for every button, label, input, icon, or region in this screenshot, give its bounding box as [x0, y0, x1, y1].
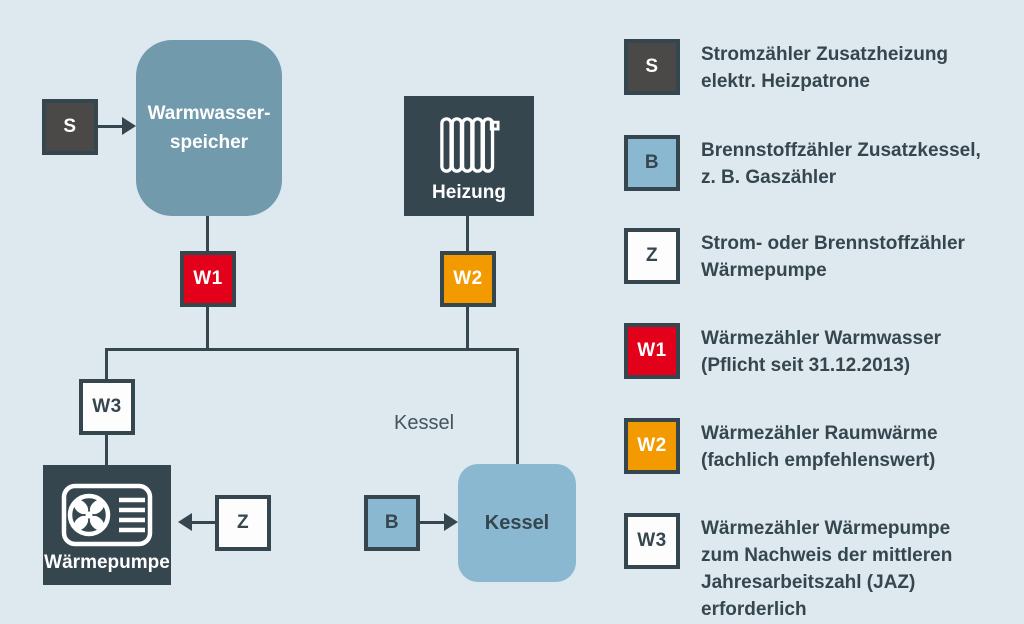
- w1-meter-label: W1: [193, 268, 223, 289]
- legend-text-b: Brennstoffzähler Zusatzkessel, z. B. Gas…: [701, 140, 981, 188]
- legend-key-w3-label: W3: [637, 530, 667, 551]
- heizung-node: Heizung: [404, 96, 534, 216]
- heizung-label: Heizung: [432, 181, 506, 203]
- legend-key-s: S: [624, 39, 680, 95]
- legend-key-w1-label: W1: [637, 340, 667, 361]
- warmwasserspeicher-node: Warmwasser- speicher: [136, 40, 282, 216]
- connector-z-to-waermepumpe: [192, 521, 216, 524]
- connector-s-to-storage: [98, 125, 124, 128]
- w1-meter-box: W1: [180, 251, 236, 307]
- connector-b-to-kessel: [420, 521, 444, 524]
- kessel-node: Kessel: [458, 464, 576, 582]
- connector-bus-to-kessel: [516, 350, 519, 466]
- radiator-icon: [438, 113, 500, 177]
- legend-text-s: Stromzähler Zusatzheizung elektr. Heizpa…: [701, 44, 949, 92]
- legend-key-b: B: [624, 135, 680, 191]
- warmwasserspeicher-label: Warmwasser- speicher: [147, 103, 271, 153]
- legend-key-s-label: S: [645, 56, 659, 77]
- connector-heizung-to-w2: [466, 214, 469, 252]
- connector-w2-to-bus: [466, 305, 469, 351]
- b-meter-label: B: [384, 512, 400, 533]
- legend-key-z-label: Z: [645, 245, 659, 266]
- waermepumpe-node: Wärmepumpe: [43, 465, 171, 585]
- arrow-right-icon: [122, 117, 136, 135]
- legend-text-w3: Wärmezähler Wärmepumpe zum Nachweis der …: [701, 518, 953, 620]
- heat-pump-fan-icon: [61, 483, 153, 547]
- arrow-right-icon: [444, 513, 458, 531]
- kessel-area-label: Kessel: [394, 412, 455, 434]
- bus-line: [105, 348, 519, 351]
- b-meter-box: B: [364, 495, 420, 551]
- waermepumpe-label: Wärmepumpe: [44, 551, 170, 573]
- legend-key-b-label: B: [644, 152, 660, 173]
- s-meter-label: S: [63, 116, 77, 137]
- legend-text-w2: Wärmezähler Raumwärme (fachlich empfehle…: [701, 423, 938, 471]
- connector-w1-to-bus: [206, 305, 209, 351]
- kessel-label: Kessel: [484, 511, 550, 534]
- arrow-left-icon: [178, 513, 192, 531]
- legend-text-w1: Wärmezähler Warmwasser (Pflicht seit 31.…: [701, 328, 942, 376]
- w2-meter-label: W2: [453, 268, 483, 289]
- connector-w3-to-waermepumpe: [105, 433, 108, 466]
- s-meter-box: S: [42, 99, 98, 155]
- legend-key-w1: W1: [624, 323, 680, 379]
- legend-text-z: Strom- oder Brennstoffzähler Wärmepumpe: [701, 233, 965, 281]
- w2-meter-box: W2: [440, 251, 496, 307]
- legend-key-w3: W3: [624, 513, 680, 569]
- legend-key-w2-label: W2: [637, 435, 667, 456]
- w3-meter-label: W3: [92, 396, 122, 417]
- z-meter-box: Z: [215, 495, 271, 551]
- z-meter-label: Z: [236, 512, 250, 533]
- connector-storage-to-w1: [206, 214, 209, 252]
- legend-key-z: Z: [624, 228, 680, 284]
- legend-key-w2: W2: [624, 418, 680, 474]
- connector-bus-to-w3: [105, 350, 108, 380]
- w3-meter-box: W3: [79, 379, 135, 435]
